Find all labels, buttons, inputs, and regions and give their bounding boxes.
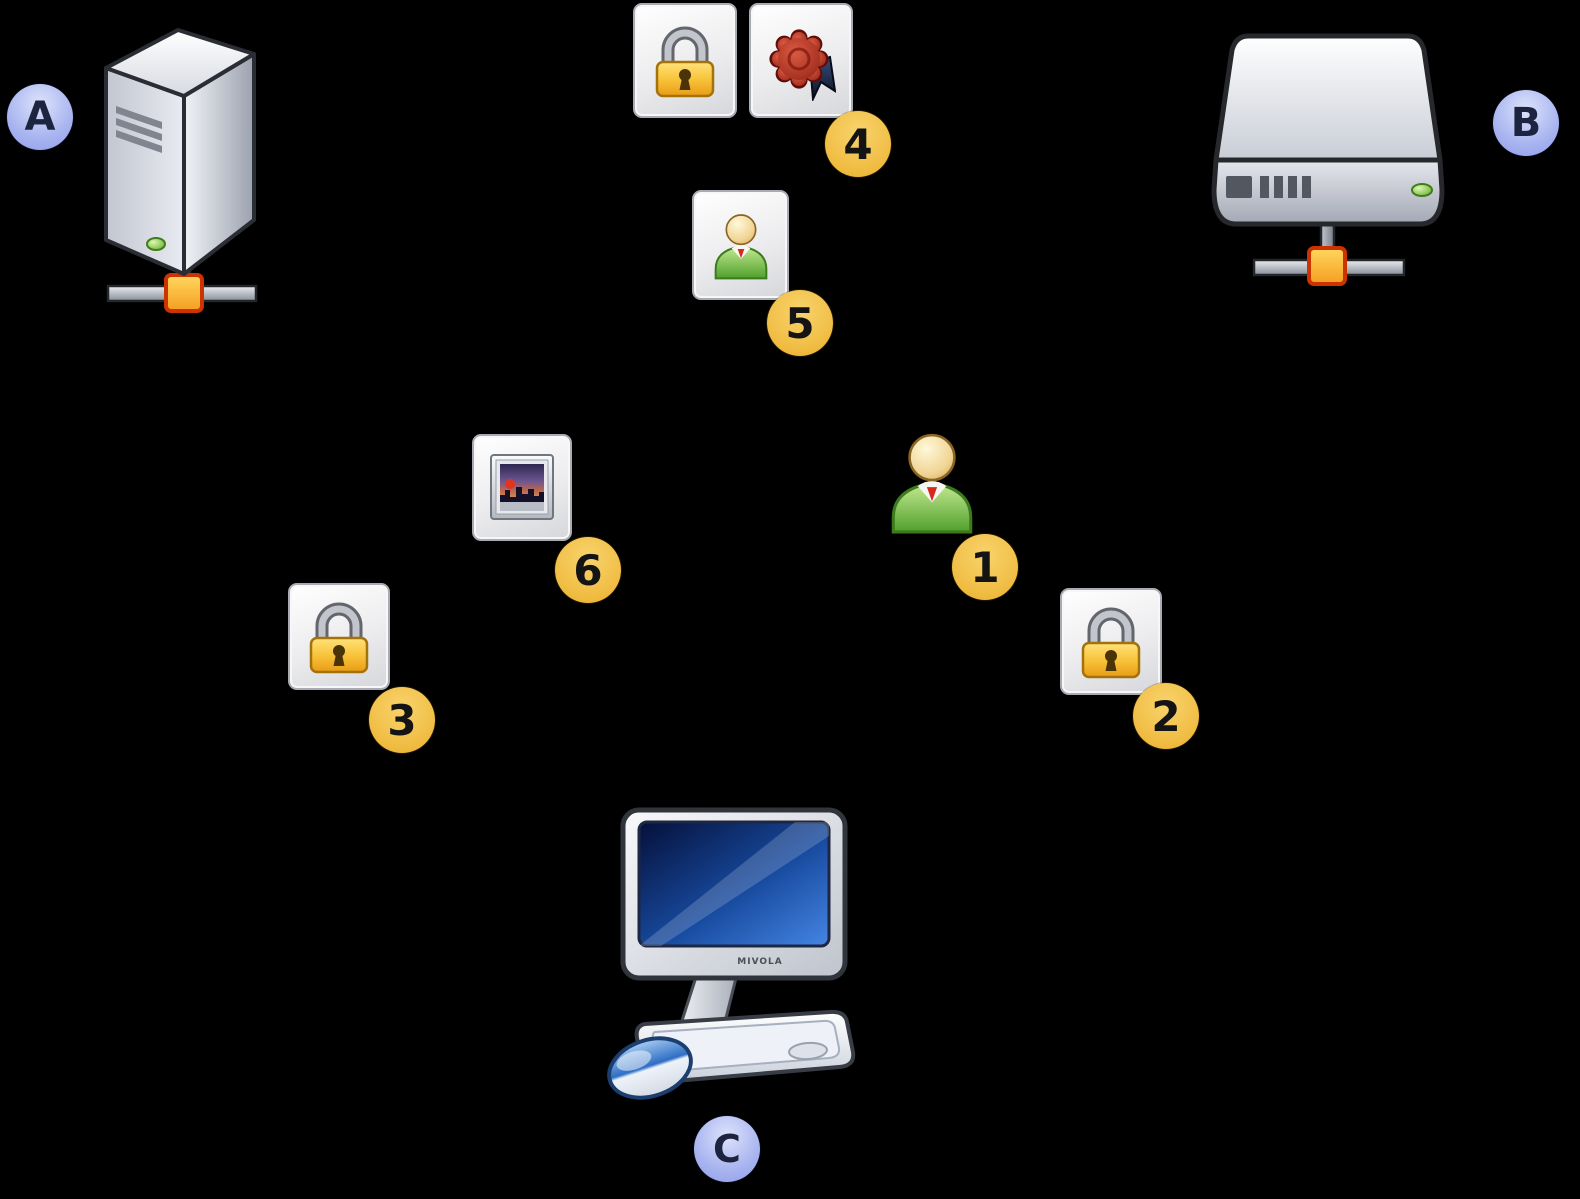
label-3-badge: 3 — [369, 687, 435, 753]
padlock-tile-top — [633, 3, 737, 118]
mouse — [607, 1036, 693, 1100]
label-a-badge: A — [7, 84, 73, 150]
photo-tile — [472, 434, 572, 541]
padlock-icon — [655, 26, 715, 97]
certificate-tile — [749, 3, 853, 118]
label-6-badge: 6 — [555, 537, 621, 603]
sun — [505, 478, 515, 489]
label-2-badge: 2 — [1133, 683, 1199, 749]
label-5-badge: 5 — [767, 290, 833, 356]
person-icon — [714, 214, 767, 280]
padlock-icon — [309, 602, 369, 673]
desktop-computer-icon: MIVOLA — [595, 806, 860, 1106]
monitor-screen — [637, 820, 831, 948]
connector-plug — [1307, 246, 1347, 286]
padlock-tile-right — [1060, 588, 1162, 695]
person-icon — [886, 428, 978, 534]
padlock-tile-left — [288, 583, 390, 690]
certificate-seal-icon — [769, 28, 836, 101]
city-skyline — [500, 486, 544, 502]
power-led — [146, 237, 166, 251]
label-b-badge: B — [1493, 90, 1559, 156]
tower-server-icon — [100, 12, 260, 322]
monitor-brand: MIVOLA — [737, 957, 782, 967]
network-drive-icon — [1198, 30, 1458, 295]
label-1-badge: 1 — [952, 534, 1018, 600]
photo-icon — [490, 453, 554, 520]
connector-plug — [164, 273, 204, 313]
label-c-badge: C — [694, 1116, 760, 1182]
label-4-badge: 4 — [825, 111, 891, 177]
user-tile — [692, 190, 789, 300]
padlock-icon — [1081, 607, 1141, 678]
power-led — [1411, 183, 1433, 197]
